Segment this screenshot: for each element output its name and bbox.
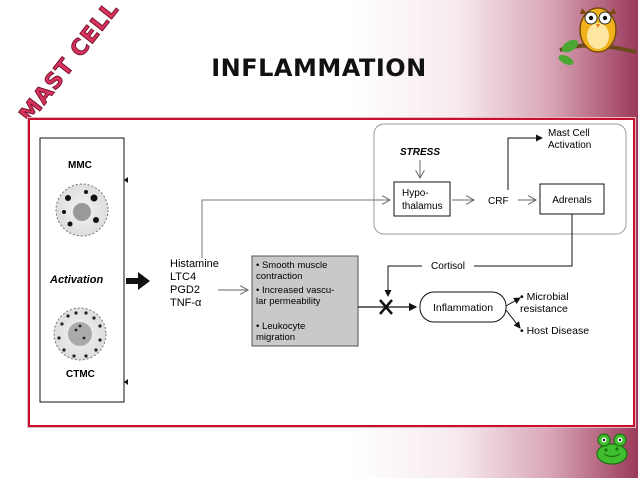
mast-cell-activation-label: Mast Cell (548, 128, 590, 139)
effect-line: lar permeability (256, 296, 321, 307)
mediator-pgd2: PGD2 (170, 284, 200, 296)
effect-line: • Leukocyte (256, 321, 305, 332)
stress-label: STRESS (400, 147, 440, 158)
adrenals-box (539, 183, 605, 215)
mediator-ltc4: LTC4 (170, 271, 196, 283)
mmc-label: MMC (68, 160, 92, 171)
adrenals-label: Adrenals (552, 195, 591, 206)
mmc-cell-icon (55, 183, 109, 237)
cell-types-panel (39, 137, 125, 403)
crf-label: CRF (488, 196, 509, 207)
frog-icon (592, 428, 632, 473)
cortisol-label: Cortisol (431, 261, 465, 272)
effect-line: contraction (256, 271, 302, 282)
mediator-histamine: Histamine (170, 258, 219, 270)
hypothalamus-label: Hypo- (402, 188, 429, 199)
hypothalamus-label: thalamus (402, 201, 443, 212)
effects-list: • Smooth muscle contraction • Increased … (256, 260, 334, 343)
effect-line: migration (256, 332, 295, 343)
ctmc-label: CTMC (66, 369, 95, 380)
hypothalamus-box (393, 181, 451, 217)
mast-cell-inflammation-diagram: MMC Activation CTMC (39, 123, 627, 403)
inhibition-x-icon (379, 299, 393, 315)
activation-arrow (126, 272, 150, 290)
effect-line: • Smooth muscle (256, 260, 327, 271)
effects-box (251, 255, 359, 347)
activation-label: Activation (49, 274, 103, 286)
outcomes-list: • Microbial resistance • Host Disease (520, 291, 589, 337)
mast-cell-activation-label: Activation (548, 140, 591, 151)
ctmc-cell-icon (53, 307, 107, 361)
slide-title: INFLAMMATION (211, 54, 427, 82)
owl-on-branch-icon (558, 0, 638, 80)
inflammation-label: Inflammation (433, 302, 493, 314)
inflammation-box (419, 291, 507, 323)
mediators-list: Histamine LTC4 PGD2 TNF-α (170, 258, 219, 309)
diagram-frame: MMC Activation CTMC (28, 118, 635, 427)
effect-line: • Increased vascu- (256, 285, 334, 296)
outcome-line: resistance (520, 303, 568, 315)
mediator-tnf: TNF-α (170, 297, 202, 309)
outcome-line: • Microbial (520, 291, 569, 303)
outcome-line: • Host Disease (520, 325, 589, 337)
